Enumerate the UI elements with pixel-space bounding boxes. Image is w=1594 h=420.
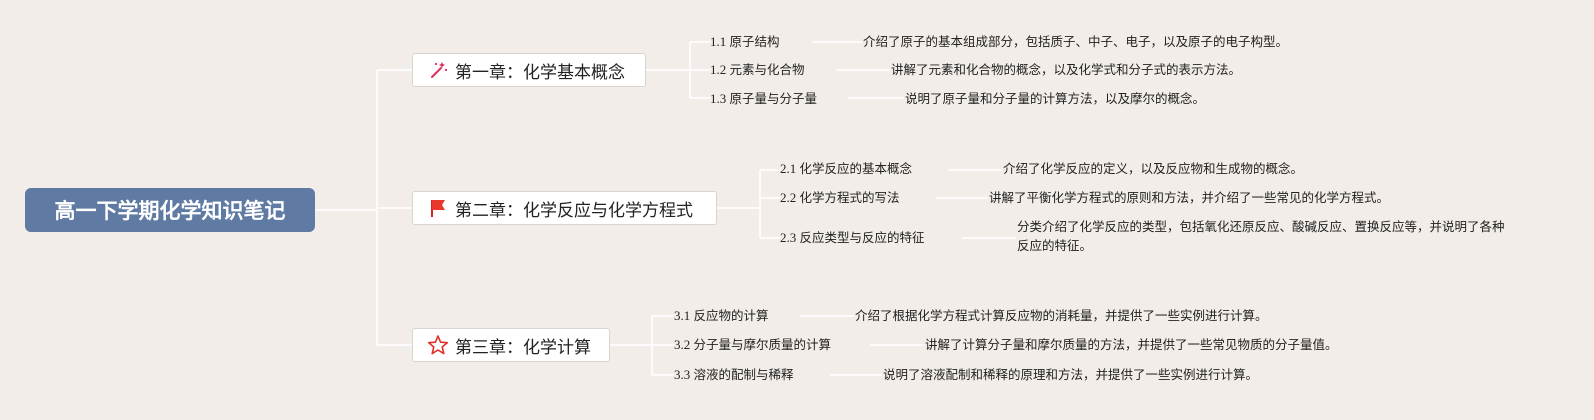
section-number: 2.2 [780,190,797,205]
section-title: 分子量与摩尔质量的计算 [693,337,832,352]
section-2-2[interactable]: 2.2 化学方程式的写法 [780,190,900,206]
section-2-3-desc: 分类介绍了化学反应的类型，包括氧化还原反应、酸碱反应、置换反应等，并说明了各种反… [1017,219,1505,253]
star-outline-icon [427,334,449,356]
section-3-3[interactable]: 3.3 溶液的配制与稀释 [674,367,794,383]
chapter-1-node[interactable]: 第一章：化学基本概念 [412,53,646,87]
section-2-2-desc: 讲解了平衡化学方程式的原则和方法，并介绍了一些常见的化学方程式。 [989,190,1390,205]
section-1-3[interactable]: 1.3 原子量与分子量 [710,91,817,107]
section-title: 原子量与分子量 [729,91,818,106]
section-3-2[interactable]: 3.2 分子量与摩尔质量的计算 [674,337,831,353]
magic-wand-icon [427,59,449,81]
section-title: 反应物的计算 [693,308,769,323]
section-title: 元素与化合物 [729,62,805,77]
section-1-2-desc: 讲解了元素和化合物的概念，以及化学式和分子式的表示方法。 [891,62,1242,77]
section-3-1[interactable]: 3.1 反应物的计算 [674,308,769,324]
section-title: 原子结构 [729,34,780,49]
section-2-3[interactable]: 2.3 反应类型与反应的特征 [780,230,925,246]
section-number: 2.1 [780,161,797,176]
red-flag-icon [427,197,449,219]
root-topic[interactable]: 高一下学期化学知识笔记 [25,188,315,232]
section-3-1-desc: 介绍了根据化学方程式计算反应物的消耗量，并提供了一些实例进行计算。 [855,308,1268,323]
root-title: 高一下学期化学知识笔记 [54,199,286,223]
section-title: 化学反应的基本概念 [799,161,913,176]
chapter-2-title: 第二章：化学反应与化学方程式 [455,200,693,221]
chapter-3-title: 第三章：化学计算 [455,337,591,358]
section-number: 1.1 [710,34,727,49]
section-number: 3.2 [674,337,691,352]
section-title: 溶液的配制与稀释 [693,367,794,382]
section-number: 1.3 [710,91,727,106]
section-1-2[interactable]: 1.2 元素与化合物 [710,62,805,78]
chapter-2-node[interactable]: 第二章：化学反应与化学方程式 [412,191,717,225]
section-title: 化学方程式的写法 [799,190,900,205]
chapter-3-node[interactable]: 第三章：化学计算 [412,328,610,362]
section-2-1[interactable]: 2.1 化学反应的基本概念 [780,161,912,177]
section-3-2-desc: 讲解了计算分子量和摩尔质量的方法，并提供了一些常见物质的分子量值。 [925,337,1338,352]
section-title: 反应类型与反应的特征 [799,230,925,245]
section-2-1-desc: 介绍了化学反应的定义，以及反应物和生成物的概念。 [1003,161,1304,176]
section-1-1-desc: 介绍了原子的基本组成部分，包括质子、中子、电子，以及原子的电子构型。 [863,34,1289,49]
section-3-3-desc: 说明了溶液配制和稀释的原理和方法，并提供了一些实例进行计算。 [883,367,1259,382]
section-number: 1.2 [710,62,727,77]
section-number: 3.1 [674,308,691,323]
section-number: 3.3 [674,367,691,382]
section-number: 2.3 [780,230,797,245]
section-1-1[interactable]: 1.1 原子结构 [710,34,780,50]
section-1-3-desc: 说明了原子量和分子量的计算方法，以及摩尔的概念。 [905,91,1206,106]
chapter-1-title: 第一章：化学基本概念 [455,62,625,83]
